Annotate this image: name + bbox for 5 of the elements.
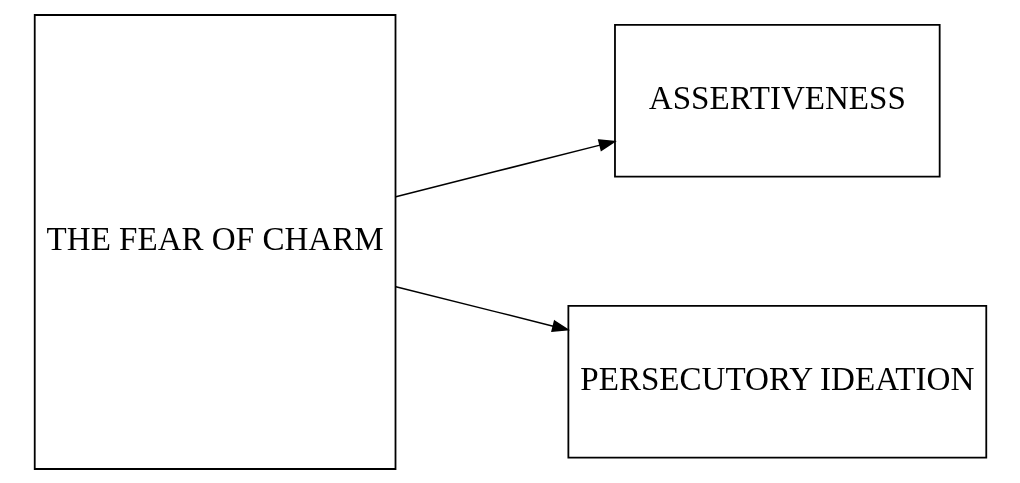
arrow	[394, 138, 617, 197]
node-box: PERSECUTORY IDEATION	[566, 304, 987, 459]
arrow	[394, 285, 570, 332]
node-box: ASSERTIVENESS	[613, 23, 941, 177]
node-box: THE FEAR OF CHARM	[33, 13, 396, 470]
